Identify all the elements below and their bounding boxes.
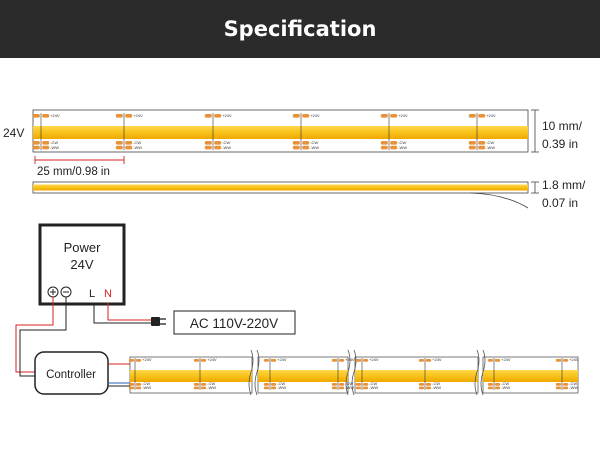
pad-label-cw: -CW xyxy=(569,381,577,386)
pad-label-ww: -WW xyxy=(277,385,286,390)
dc-wires xyxy=(15,297,67,377)
pad-label-ww: -WW xyxy=(222,145,231,150)
cut-length-label: 25 mm/0.98 in xyxy=(37,166,110,178)
strip-pads: +24V-CW-WW+24V-CW-WW+24V-CW-WW+24V-CW-WW… xyxy=(32,113,496,151)
pad-label-ww: -WW xyxy=(369,385,378,390)
pad-label-24v: +24V xyxy=(207,357,217,362)
voltage-label: 24V xyxy=(3,126,24,140)
solder-pad-group: +24V -CW-WW xyxy=(380,113,408,151)
power-label: Power xyxy=(64,240,102,255)
solder-pad-group: +24V -CW-WW xyxy=(292,113,320,151)
led-strip-bottom: +24V-CW-WW+24V-CW-WW+24V-CW-WW+24V-CW-WW… xyxy=(128,349,579,396)
power-supply xyxy=(38,223,126,306)
thickness-label-mm: 1.8 mm/ xyxy=(542,178,586,192)
terminal-pos xyxy=(47,286,59,298)
pad-label-24v: +24V xyxy=(222,113,232,118)
pad-label-ww: -WW xyxy=(345,385,354,390)
pad-label-ww: -WW xyxy=(486,145,495,150)
pad-label-24v: +24V xyxy=(133,113,143,118)
pad-label-24v: +24V xyxy=(50,113,60,118)
terminal-l-label: L xyxy=(89,288,95,300)
pad-label-24v: +24V xyxy=(432,357,442,362)
pad-label-ww: -WW xyxy=(207,385,216,390)
strip-break-mark xyxy=(345,349,357,396)
pad-label-24v: +24V xyxy=(142,357,152,362)
pad-label-cw: -CW xyxy=(501,381,509,386)
controller-box xyxy=(34,351,109,395)
terminal-neg xyxy=(60,286,72,298)
width-label-mm: 10 mm/ xyxy=(542,119,583,133)
width-label-in: 0.39 in xyxy=(542,137,578,151)
pad-label-24v: +24V xyxy=(310,113,320,118)
pad-label-cw: -CW xyxy=(345,381,353,386)
plug-icon xyxy=(151,317,166,326)
led-strip-top: +24V-CW-WW+24V-CW-WW+24V-CW-WW+24V-CW-WW… xyxy=(32,109,529,153)
pad-label-cw: -CW xyxy=(133,140,141,145)
ac-wires xyxy=(93,303,152,324)
power-voltage-label: 24V xyxy=(70,257,93,272)
pad-label-24v: +24V xyxy=(398,113,408,118)
pad-label-24v: +24V xyxy=(345,357,355,362)
controller-output-wires xyxy=(108,363,130,387)
page-title: Specification xyxy=(223,17,377,41)
solder-pad-group: +24V -CW-WW xyxy=(355,357,379,390)
header-bar xyxy=(0,0,600,58)
pad-label-cw: -CW xyxy=(222,140,230,145)
pad-label-24v: +24V xyxy=(277,357,287,362)
pad-label-cw: -CW xyxy=(486,140,494,145)
terminal-n-label: N xyxy=(104,288,112,300)
pad-label-ww: -WW xyxy=(398,145,407,150)
width-dimension xyxy=(531,109,539,153)
pad-label-24v: +24V xyxy=(369,357,379,362)
pad-label-ww: -WW xyxy=(501,385,510,390)
ac-label-box xyxy=(173,310,296,335)
pad-label-ww: -WW xyxy=(133,145,142,150)
pad-label-ww: -WW xyxy=(569,385,578,390)
pad-label-cw: -CW xyxy=(310,140,318,145)
pad-label-ww: -WW xyxy=(310,145,319,150)
cut-length-dimension xyxy=(34,156,125,164)
strip-break-mark xyxy=(248,349,260,396)
pad-label-cw: -CW xyxy=(398,140,406,145)
solder-pad-group: +24V -CW-WW xyxy=(468,113,496,151)
controller-label: Controller xyxy=(46,369,96,381)
thickness-label-in: 0.07 in xyxy=(542,196,578,210)
strip-side-view xyxy=(32,181,539,209)
pad-label-cw: -CW xyxy=(432,381,440,386)
pad-label-24v: +24V xyxy=(569,357,579,362)
solder-pad-group: +24V -CW-WW xyxy=(128,357,152,390)
ac-label: AC 110V-220V xyxy=(190,316,278,331)
solder-pad-group: +24V -CW-WW xyxy=(263,357,287,390)
solder-pad-group: +24V -CW-WW xyxy=(204,113,232,151)
pad-label-cw: -CW xyxy=(369,381,377,386)
solder-pad-group: +24V -CW-WW xyxy=(555,357,579,390)
pad-label-24v: +24V xyxy=(501,357,511,362)
strip-break-mark xyxy=(474,349,486,396)
pad-label-cw: -CW xyxy=(277,381,285,386)
pad-label-ww: -WW xyxy=(432,385,441,390)
solder-pad-group: +24V -CW-WW xyxy=(193,357,217,390)
pad-label-ww: -WW xyxy=(50,145,59,150)
solder-pad-group: +24V -CW-WW xyxy=(418,357,442,390)
pad-label-24v: +24V xyxy=(486,113,496,118)
pad-label-ww: -WW xyxy=(142,385,151,390)
solder-pad-group: +24V -CW-WW xyxy=(115,113,143,151)
solder-pad-group: +24V -CW-WW xyxy=(331,357,355,390)
strip-led-band xyxy=(33,126,528,139)
solder-pad-group: +24V -CW-WW xyxy=(32,113,60,151)
pad-label-cw: -CW xyxy=(207,381,215,386)
pad-label-cw: -CW xyxy=(50,140,58,145)
pad-label-cw: -CW xyxy=(142,381,150,386)
solder-pad-group: +24V -CW-WW xyxy=(487,357,511,390)
